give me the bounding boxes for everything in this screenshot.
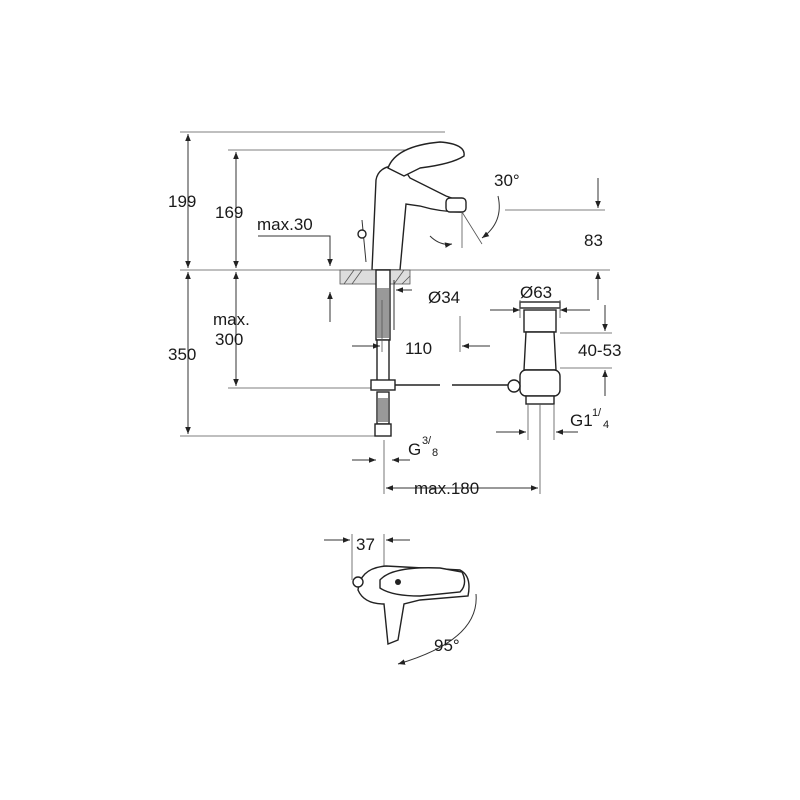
label-4053: 40-53 — [578, 341, 621, 360]
label-dia34: Ø34 — [428, 288, 460, 307]
label-83: 83 — [584, 231, 603, 250]
label-angle95: 95° — [434, 636, 460, 655]
label-g38: G 3 / 8 — [408, 435, 438, 459]
label-350: 350 — [168, 345, 196, 364]
label-110: 110 — [405, 339, 432, 358]
drain-flange — [519, 301, 561, 309]
angle30-small-arc — [429, 235, 453, 248]
threaded-shank — [377, 288, 389, 338]
popup-rod — [361, 219, 367, 263]
svg-text:8: 8 — [432, 447, 438, 459]
drain-linkage-joint — [507, 379, 521, 393]
label-dia63: Ø63 — [520, 283, 552, 302]
lever-handle — [387, 141, 465, 177]
hose-upper — [376, 339, 390, 385]
svg-text:G: G — [408, 440, 421, 459]
spout-axis-angled — [461, 211, 483, 245]
svg-text:/: / — [598, 407, 602, 419]
hose-nut — [370, 379, 396, 391]
top-view: 37 95° — [324, 534, 477, 665]
top-view-indicator — [395, 579, 401, 585]
label-199: 199 — [168, 192, 196, 211]
spout-tip — [445, 197, 467, 213]
deck-slab — [339, 269, 411, 285]
label-max-line2: 300 — [215, 330, 243, 349]
max30-leader — [258, 235, 333, 266]
side-elevation: 199 169 max.30 30° 83 Ø34 Ø63 max. 300 3… — [168, 131, 621, 498]
hose-thread — [378, 398, 388, 422]
svg-text:3: 3 — [422, 435, 428, 447]
drain-body-top — [523, 309, 557, 333]
faucet-body — [371, 165, 463, 271]
label-max-line1: max. — [213, 310, 250, 329]
label-37: 37 — [356, 535, 375, 554]
svg-text:G1: G1 — [570, 411, 593, 430]
label-max30: max.30 — [257, 215, 313, 234]
drain-body — [523, 331, 557, 371]
label-max180: max.180 — [414, 479, 479, 498]
label-169: 169 — [215, 203, 243, 222]
angle30-arc — [481, 195, 500, 239]
popup-knob — [357, 229, 367, 239]
svg-text:1: 1 — [592, 407, 598, 419]
top-view-lever — [379, 567, 466, 597]
hose-connector — [374, 423, 392, 437]
drain-outlet — [525, 395, 555, 405]
label-angle30: 30° — [494, 171, 520, 190]
svg-text:4: 4 — [603, 419, 609, 431]
label-g114: G1 1 / 4 — [570, 407, 609, 431]
drain-nut — [519, 369, 561, 397]
svg-text:/: / — [428, 435, 432, 447]
top-view-popup-knob — [352, 576, 364, 588]
swing-arc — [397, 593, 477, 665]
